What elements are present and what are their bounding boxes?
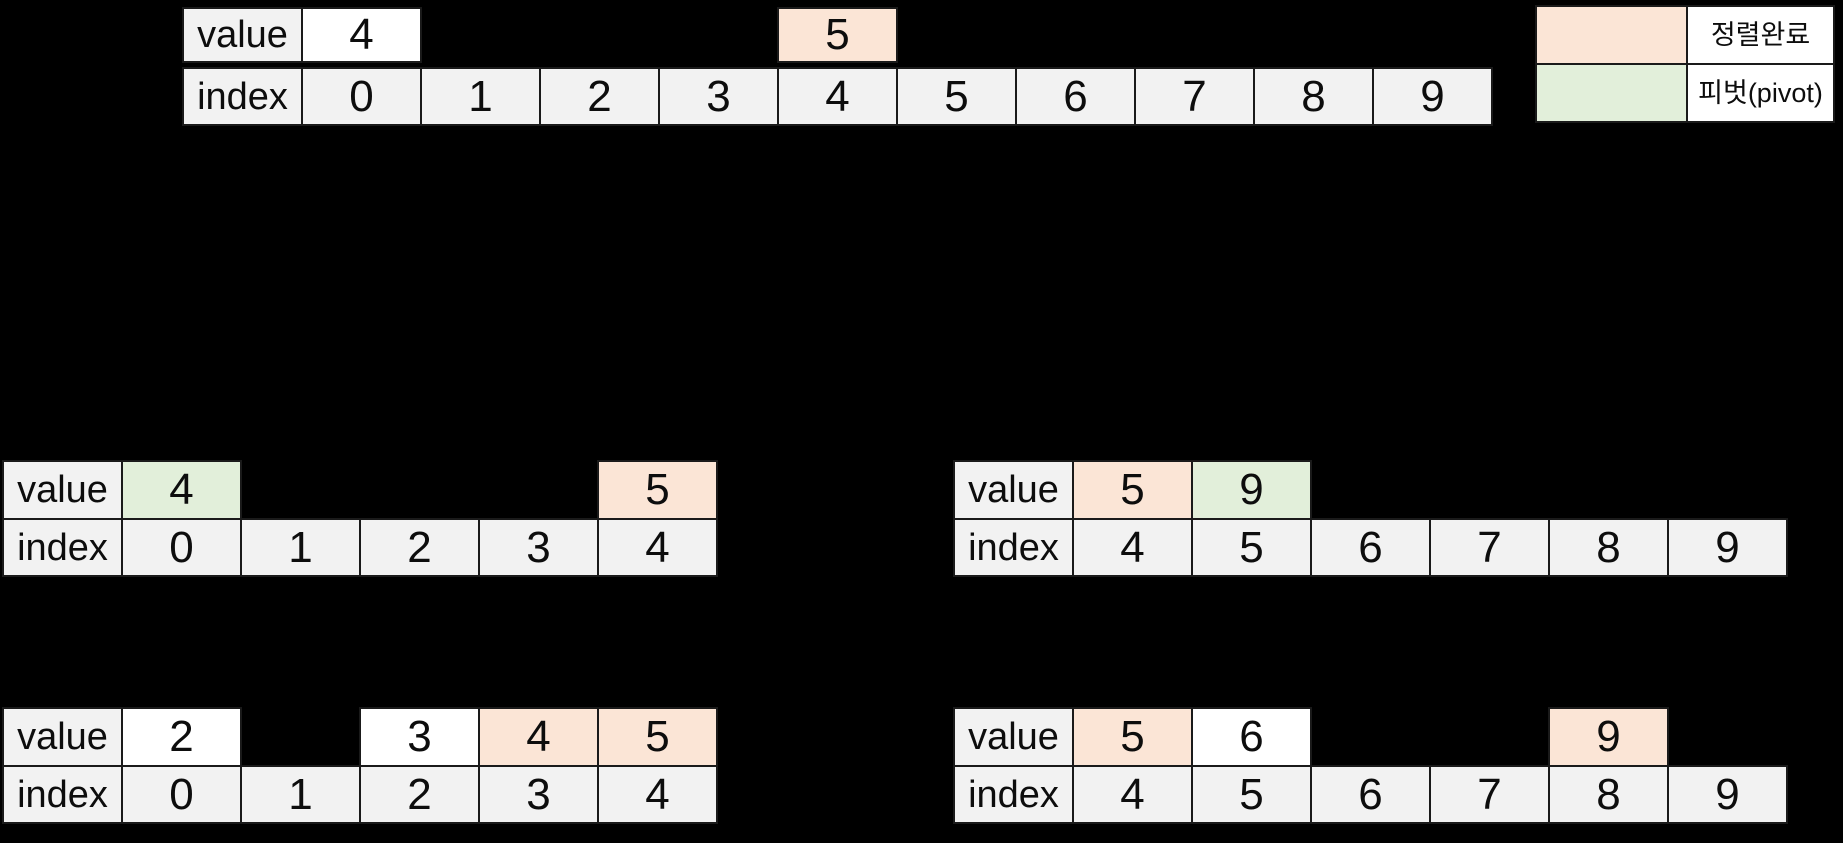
index-cell: 4 bbox=[1072, 765, 1193, 824]
index-cell: 3 bbox=[658, 67, 779, 126]
value-cell-sorted: 4 bbox=[478, 707, 599, 767]
index-cell: 0 bbox=[121, 518, 242, 577]
index-cell: 6 bbox=[1310, 765, 1431, 824]
legend-label-pivot: 피벗(pivot) bbox=[1686, 63, 1835, 123]
index-cell: 7 bbox=[1429, 518, 1550, 577]
index-cell: 3 bbox=[478, 518, 599, 577]
index-cell: 5 bbox=[896, 67, 1017, 126]
index-cell: 9 bbox=[1372, 67, 1493, 126]
index-cell: 6 bbox=[1015, 67, 1136, 126]
index-cell: 2 bbox=[359, 518, 480, 577]
index-cell: 3 bbox=[478, 765, 599, 824]
legend-item-pivot: 피벗(pivot) bbox=[1535, 63, 1835, 123]
row-label-index: index bbox=[182, 67, 303, 126]
legend-label-sorted: 정렬완료 bbox=[1686, 5, 1835, 65]
row-label-value: value bbox=[182, 7, 303, 63]
legend-item-sorted: 정렬완료 bbox=[1535, 5, 1835, 65]
value-cell-sorted: 5 bbox=[1072, 707, 1193, 767]
row-label-index: index bbox=[953, 518, 1074, 577]
legend: 정렬완료 피벗(pivot) bbox=[1535, 5, 1835, 123]
index-cell: 1 bbox=[420, 67, 541, 126]
row-label-index: index bbox=[953, 765, 1074, 824]
value-cell-sorted: 5 bbox=[777, 7, 898, 63]
index-cell: 2 bbox=[359, 765, 480, 824]
value-cell-plain: 4 bbox=[301, 7, 422, 63]
value-cell-sorted: 5 bbox=[597, 460, 718, 520]
value-cell-plain: 3 bbox=[359, 707, 480, 767]
index-cell: 5 bbox=[1191, 518, 1312, 577]
value-cell-plain: 2 bbox=[121, 707, 242, 767]
value-cell-sorted: 5 bbox=[1072, 460, 1193, 520]
index-cell: 0 bbox=[121, 765, 242, 824]
index-cell: 0 bbox=[301, 67, 422, 126]
index-cell: 1 bbox=[240, 518, 361, 577]
index-cell: 4 bbox=[1072, 518, 1193, 577]
index-cell: 8 bbox=[1548, 518, 1669, 577]
index-cell: 4 bbox=[597, 518, 718, 577]
index-cell: 2 bbox=[539, 67, 660, 126]
index-cell: 4 bbox=[777, 67, 898, 126]
row-label-value: value bbox=[953, 707, 1074, 767]
row-label-value: value bbox=[2, 707, 123, 767]
pivot-color-swatch bbox=[1535, 63, 1688, 123]
index-cell: 8 bbox=[1548, 765, 1669, 824]
index-cell: 8 bbox=[1253, 67, 1374, 126]
value-cell-sorted: 5 bbox=[597, 707, 718, 767]
value-cell-plain: 6 bbox=[1191, 707, 1312, 767]
index-cell: 7 bbox=[1134, 67, 1255, 126]
index-cell: 9 bbox=[1667, 765, 1788, 824]
value-cell-sorted: 9 bbox=[1548, 707, 1669, 767]
index-cell: 7 bbox=[1429, 765, 1550, 824]
sorted-color-swatch bbox=[1535, 5, 1688, 65]
index-cell: 4 bbox=[597, 765, 718, 824]
row-label-index: index bbox=[2, 518, 123, 577]
index-cell: 9 bbox=[1667, 518, 1788, 577]
value-cell-pivot: 9 bbox=[1191, 460, 1312, 520]
index-cell: 6 bbox=[1310, 518, 1431, 577]
value-cell-pivot: 4 bbox=[121, 460, 242, 520]
row-label-index: index bbox=[2, 765, 123, 824]
row-label-value: value bbox=[953, 460, 1074, 520]
index-cell: 5 bbox=[1191, 765, 1312, 824]
index-cell: 1 bbox=[240, 765, 361, 824]
row-label-value: value bbox=[2, 460, 123, 520]
